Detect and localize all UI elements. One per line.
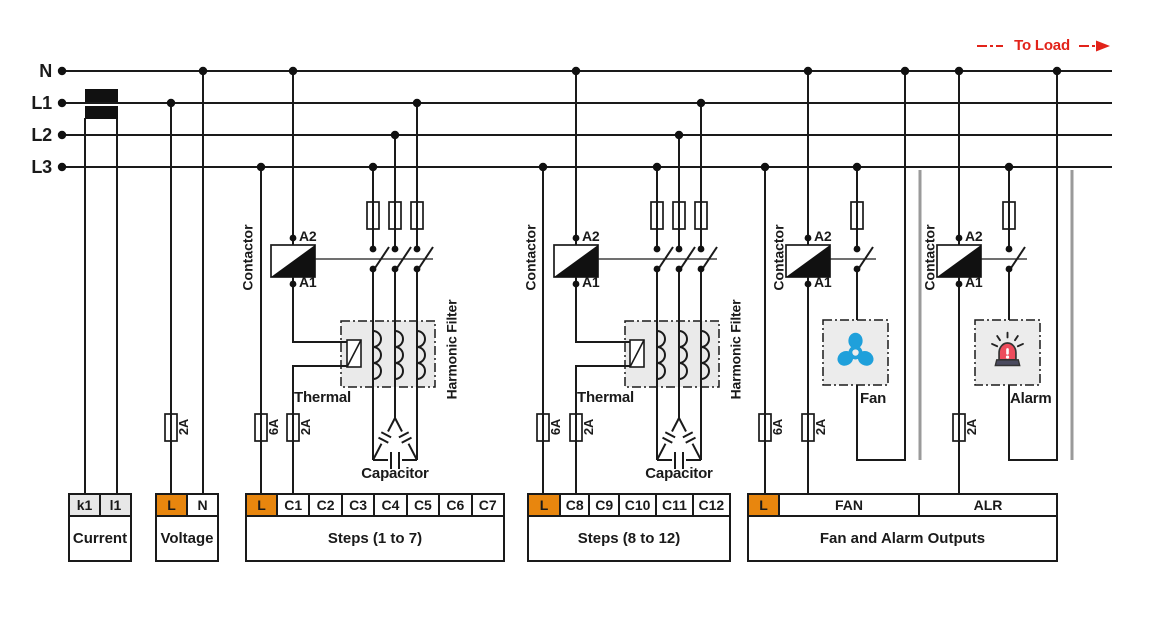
terminal-cell-c7: C7 bbox=[470, 493, 505, 517]
coil-a2-label-fan: A2 bbox=[814, 228, 832, 244]
to-load-label: To Load bbox=[1014, 37, 1070, 54]
fan-icon bbox=[833, 330, 878, 380]
bus-wires bbox=[62, 70, 1112, 168]
capacitor-delta-1 bbox=[372, 417, 418, 469]
contactor-label-alarm: Contactor bbox=[921, 224, 937, 291]
fuse-label-steps2-2a: 2A bbox=[580, 418, 596, 436]
capacitor-label-1: Capacitor bbox=[361, 465, 429, 482]
terminal-cell-voltage-l: L bbox=[155, 493, 188, 517]
terminal-caption-steps-8-12: Steps (8 to 12) bbox=[527, 515, 731, 562]
section-dividers bbox=[918, 170, 1074, 460]
bus-label-l3: L3 bbox=[31, 157, 52, 177]
harmonic-filter-label-1: Harmonic Filter bbox=[443, 299, 459, 400]
junction-dots bbox=[57, 66, 1062, 288]
thermal-elements bbox=[346, 339, 645, 368]
coil-a2-label-steps2: A2 bbox=[582, 228, 600, 244]
terminal-cell-steps1-l: L bbox=[245, 493, 278, 517]
coil-a1-label-steps1: A1 bbox=[299, 274, 317, 290]
bus-label-n: N bbox=[39, 61, 52, 81]
terminal-cell-c8: C8 bbox=[559, 493, 591, 517]
bus-label-l1: L1 bbox=[31, 93, 52, 113]
fuse-label-steps2-6a: 6A bbox=[547, 418, 563, 436]
terminal-cell-voltage-n: N bbox=[186, 493, 219, 517]
coil-a1-label-alarm: A1 bbox=[965, 274, 983, 290]
fuse-label-steps1-2a: 2A bbox=[297, 418, 313, 436]
to-load-arrow bbox=[977, 40, 1110, 52]
terminal-block-voltage: L N Voltage bbox=[155, 493, 219, 562]
fan-label: Fan bbox=[860, 390, 887, 407]
fuse-label-fan-2a: 2A bbox=[812, 418, 828, 436]
bus-label-l2: L2 bbox=[31, 125, 52, 145]
terminal-cell-fan: FAN bbox=[778, 493, 920, 517]
terminal-cell-c12: C12 bbox=[691, 493, 731, 517]
thermal-label-2: Thermal bbox=[577, 389, 634, 406]
harmonic-filter-label-2: Harmonic Filter bbox=[727, 299, 743, 400]
fuse-label-fan-6a: 6A bbox=[769, 418, 785, 436]
terminal-row: L N bbox=[155, 493, 219, 517]
terminal-cell-k1: k1 bbox=[68, 493, 101, 517]
thermal-label-1: Thermal bbox=[294, 389, 351, 406]
terminal-caption-steps-1-7: Steps (1 to 7) bbox=[245, 515, 505, 562]
terminal-row: L FAN ALR bbox=[747, 493, 1058, 517]
contactor-coils bbox=[270, 244, 982, 278]
terminal-cell-c3: C3 bbox=[340, 493, 376, 517]
terminal-cell-c11: C11 bbox=[655, 493, 694, 517]
terminal-row: L C1 C2 C3 C4 C5 C6 C7 bbox=[245, 493, 505, 517]
terminal-cell-c5: C5 bbox=[405, 493, 441, 517]
capacitor-delta-2 bbox=[656, 417, 702, 469]
alarm-icon bbox=[985, 328, 1030, 378]
terminal-row: k1 l1 bbox=[68, 493, 132, 517]
terminal-cell-c1: C1 bbox=[276, 493, 311, 517]
coil-a2-label-steps1: A2 bbox=[299, 228, 317, 244]
terminal-block-current: k1 l1 Current bbox=[68, 493, 132, 562]
fuse-label-voltage-2a: 2A bbox=[175, 418, 191, 436]
terminal-row: L C8 C9 C10 C11 C12 bbox=[527, 493, 731, 517]
terminal-cell-alr: ALR bbox=[918, 493, 1058, 517]
terminal-cell-c9: C9 bbox=[588, 493, 620, 517]
capacitor-label-2: Capacitor bbox=[645, 465, 713, 482]
fuse-label-alarm-2a: 2A bbox=[963, 418, 979, 436]
terminal-caption-voltage: Voltage bbox=[155, 515, 219, 562]
contactor-label-steps2: Contactor bbox=[522, 224, 538, 291]
terminal-block-steps-1-7: L C1 C2 C3 C4 C5 C6 C7 Steps (1 to 7) bbox=[245, 493, 505, 562]
terminal-cell-l1: l1 bbox=[99, 493, 132, 517]
coil-a1-label-fan: A1 bbox=[814, 274, 832, 290]
terminal-cell-c6: C6 bbox=[438, 493, 473, 517]
inductor-coils bbox=[372, 330, 710, 380]
coil-a2-label-alarm: A2 bbox=[965, 228, 983, 244]
alarm-label: Alarm bbox=[1010, 390, 1052, 407]
coil-a1-label-steps2: A1 bbox=[582, 274, 600, 290]
terminal-cell-c4: C4 bbox=[373, 493, 408, 517]
current-transformer bbox=[85, 89, 118, 119]
terminal-block-steps-8-12: L C8 C9 C10 C11 C12 Steps (8 to 12) bbox=[527, 493, 731, 562]
contactor-label-fan: Contactor bbox=[770, 224, 786, 291]
terminal-cell-steps2-l: L bbox=[527, 493, 561, 517]
fuse-label-steps1-6a: 6A bbox=[265, 418, 281, 436]
fuses bbox=[164, 201, 1016, 442]
terminal-caption-current: Current bbox=[68, 515, 132, 562]
terminal-cell-c2: C2 bbox=[308, 493, 343, 517]
terminal-cell-c10: C10 bbox=[617, 493, 658, 517]
terminal-caption-fan-alarm: Fan and Alarm Outputs bbox=[747, 515, 1058, 562]
branch-wires bbox=[84, 71, 1058, 493]
contactor-label-steps1: Contactor bbox=[239, 224, 255, 291]
terminal-cell-fanalarm-l: L bbox=[747, 493, 780, 517]
terminal-block-fan-alarm: L FAN ALR Fan and Alarm Outputs bbox=[747, 493, 1058, 562]
